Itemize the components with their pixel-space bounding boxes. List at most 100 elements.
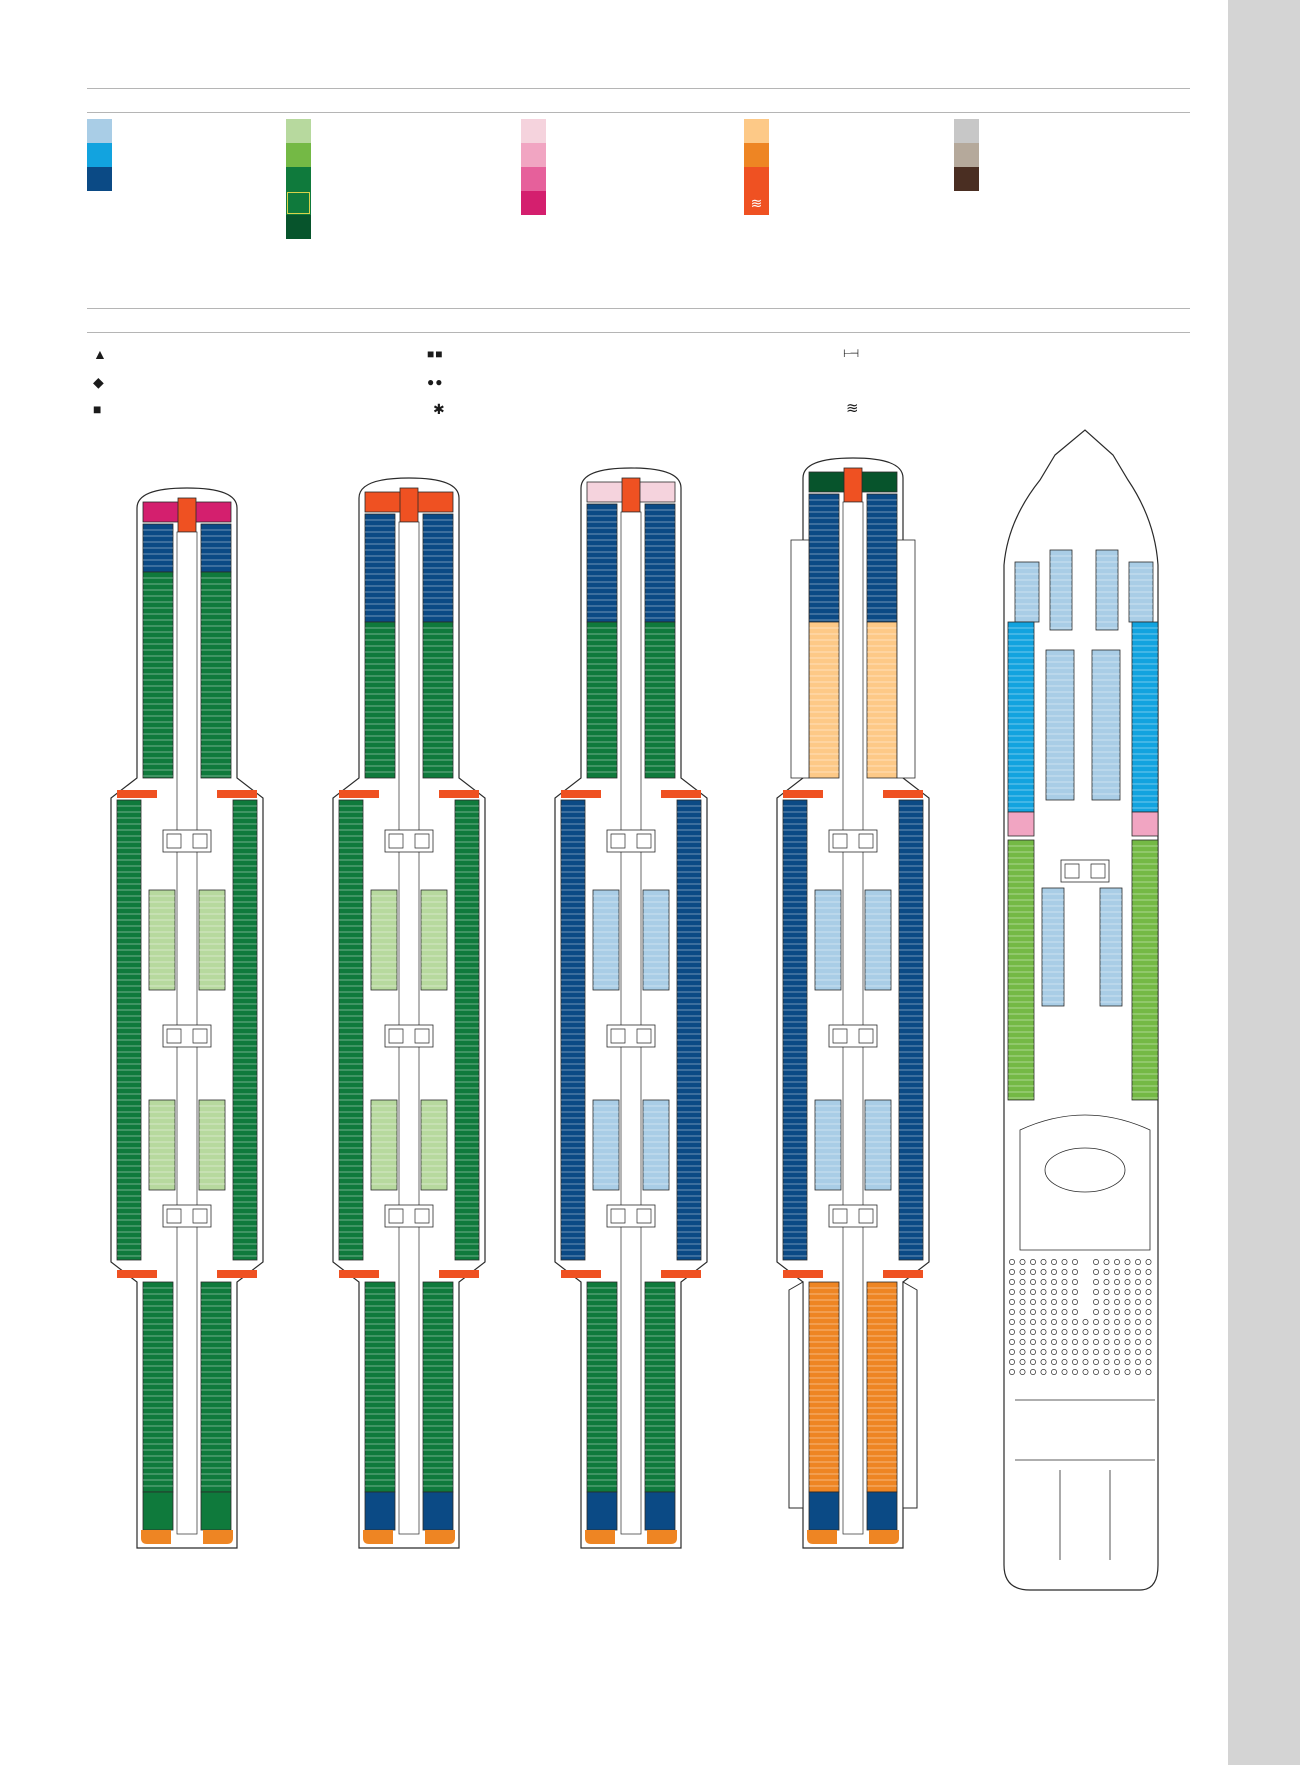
deck-3-stair-core-mid-lifts	[610, 1028, 652, 1044]
deck-1-fwd-stbd-dividers	[201, 529, 231, 567]
deck-4-connector-aft-stbd	[883, 1270, 923, 1278]
deck-4-aft-stbd	[866, 1281, 898, 1493]
deck-1-stair-core-mid	[162, 1024, 212, 1048]
deck-3-stern-stbd	[644, 1491, 676, 1531]
deck-4-aft-port-dividers	[809, 1287, 839, 1487]
deck-2-fwd2-stbd-dividers	[423, 627, 453, 773]
pool-deck-seating	[1009, 1259, 1152, 1375]
deck-2-main-stbd-dividers	[455, 805, 479, 1257]
deck-1-inner-aft-stbd-dividers	[199, 1105, 225, 1185]
deck-2-stern-stbd	[422, 1491, 454, 1531]
deck-4-bow-core	[843, 467, 863, 503]
legend-group-5	[954, 119, 979, 191]
deck-1-fwd2-stbd-dividers	[201, 577, 231, 777]
deck-2-stair-core-fwd-lifts	[388, 833, 430, 849]
legend-swatch-5-3	[954, 167, 979, 191]
deck-3-inner-aft-port-dividers	[593, 1105, 619, 1185]
deck-2-inner-aft-stbd-dividers	[421, 1105, 447, 1185]
deck-2-main-port-dividers	[339, 805, 363, 1257]
deck-1-inner-aft-port-dividers	[149, 1105, 175, 1185]
deck-3-connector-fwd-port	[561, 790, 601, 798]
deck-1-inner-aft-port	[148, 1099, 176, 1191]
deck-3-aft-stbd-dividers	[645, 1287, 675, 1487]
deck-4-stair-core-fwd	[828, 829, 878, 853]
deck-4-inner-aft-stbd-dividers	[865, 1105, 891, 1185]
square-icon: ■	[93, 401, 102, 417]
deck-3-stair-core-fwd-lifts	[610, 833, 652, 849]
pool-deck-inner-port	[1045, 649, 1075, 801]
deck-2-inner-fwd-stbd-dividers	[421, 895, 447, 987]
legend-swatch-4-4: ≋	[744, 191, 769, 215]
deck-1-main-port	[116, 799, 142, 1261]
deck-3-stair-core-aft	[606, 1204, 656, 1228]
deck-4-stern-stbd	[866, 1491, 898, 1531]
legend-swatch-2-5	[286, 215, 311, 239]
legend-swatch-2-3	[286, 167, 311, 191]
symbols-header-rule	[87, 332, 1190, 333]
deck-3-connector-fwd-stbd	[661, 790, 701, 798]
deck-2-stair-core-mid-lifts	[388, 1028, 430, 1044]
legend-swatch-1-3	[87, 167, 112, 191]
deck-2-aft-port-dividers	[365, 1287, 395, 1487]
deck-3-connector-aft-stbd	[661, 1270, 701, 1278]
deck-2-connector-fwd-port	[339, 790, 379, 798]
pool-deck-aft-rooms	[1015, 1399, 1155, 1560]
deck-4-stern-cap-stbd	[869, 1530, 899, 1544]
deck-1-stair-core-fwd	[162, 829, 212, 853]
deck-3-main-stbd-dividers	[677, 805, 701, 1257]
legend-swatch-3-1	[521, 119, 546, 143]
pool-deck-aft-inner-port	[1041, 887, 1065, 1007]
deck-3-aft-port	[586, 1281, 618, 1493]
deck-4-inner-fwd-port	[814, 889, 842, 991]
deck-1-inner-fwd-port	[148, 889, 176, 991]
deck-4-inner-fwd-stbd-dividers	[865, 895, 891, 987]
deck-2-inner-fwd-port	[370, 889, 398, 991]
deck-1-stair-core-aft	[162, 1204, 212, 1228]
deck-1-stair-core-mid-lifts	[166, 1028, 208, 1044]
deck-1-main-port-dividers	[117, 805, 141, 1257]
deck-3-inner-aft-stbd	[642, 1099, 670, 1191]
deck-2-bow-core	[399, 487, 419, 523]
deck-4-main-stbd	[898, 799, 924, 1261]
deck-2	[332, 477, 486, 1549]
pool-deck-green-stbd	[1131, 839, 1159, 1101]
deck-3-stair-core-mid	[606, 1024, 656, 1048]
pool-deck-bar	[1044, 1147, 1126, 1193]
pool-deck-mid-port-dividers	[1008, 627, 1034, 809]
deck-1-stern-stbd	[200, 1491, 232, 1531]
pool-deck-mid-stbd	[1131, 621, 1159, 813]
deck-2-stair-core-mid	[384, 1024, 434, 1048]
deck-1-connector-aft-stbd	[217, 1270, 257, 1278]
pool-deck-fwd-stbd-dividers	[1129, 567, 1153, 617]
deck-2-inner-fwd-stbd	[420, 889, 448, 991]
deck-3-inner-aft-stbd-dividers	[643, 1105, 669, 1185]
pool-deck-green-port	[1007, 839, 1035, 1101]
double-dot-icon: ●●	[427, 375, 444, 389]
deck-3-stair-core-fwd	[606, 829, 656, 853]
deck-1-stern-cap-port	[141, 1530, 171, 1544]
pool-deck-green-stbd-dividers	[1132, 845, 1158, 1099]
deck-3-stern-port	[586, 1491, 618, 1531]
deck-1-fwd-port-dividers	[143, 529, 173, 567]
deck-4-main-stbd-dividers	[899, 805, 923, 1257]
legend-swatch-2-2	[286, 143, 311, 167]
pool-deck-pink-stbd	[1131, 811, 1159, 837]
deck-1-connector-aft-port	[117, 1270, 157, 1278]
pool-deck-green-port-dividers	[1008, 845, 1034, 1099]
deck-3-main-port-dividers	[561, 805, 585, 1257]
deck-3-corridor	[620, 511, 642, 1535]
deck-4-stair-core-mid	[828, 1024, 878, 1048]
deck-plans	[110, 429, 1159, 1591]
pool-deck-mid-port	[1007, 621, 1035, 813]
deck-4-fwd-stbd-dividers	[867, 499, 897, 621]
deck-3-fwd-port-dividers	[587, 509, 617, 619]
legend-swatch-1-1	[87, 119, 112, 143]
deck-1-aft-port	[142, 1281, 174, 1493]
deck-3-inner-aft-port	[592, 1099, 620, 1191]
deck-2-fwd-stbd-dividers	[423, 519, 453, 617]
deck-2-inner-aft-port-dividers	[371, 1105, 397, 1185]
deck-2-inner-aft-stbd	[420, 1099, 448, 1191]
deck-4-aft-port	[808, 1281, 840, 1493]
legend-swatch-3-4	[521, 191, 546, 215]
deck-3-stern-cap-port	[585, 1530, 615, 1544]
